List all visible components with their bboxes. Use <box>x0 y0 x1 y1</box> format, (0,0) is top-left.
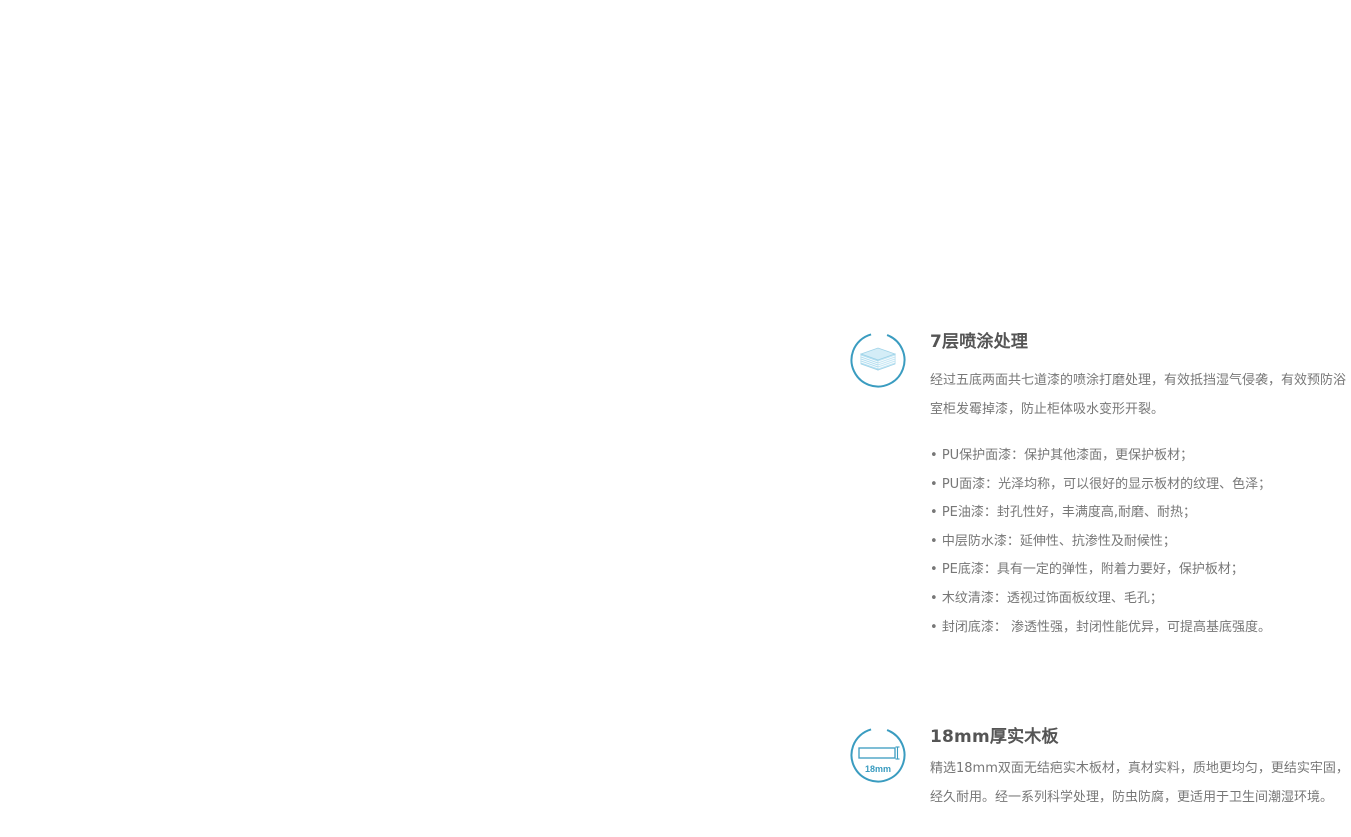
list-item: PE底漆：具有一定的弹性，附着力要好，保护板材； <box>930 556 1351 585</box>
list-item: 木纹清漆：透视过饰面板纹理、毛孔； <box>930 585 1351 614</box>
feature-spray-content: 7层喷涂处理 经过五底两面共七道漆的喷涂打磨处理，有效抵挡湿气侵袭，有效预防浴室… <box>930 331 1351 642</box>
feature-board-title: 18mm厚实木板 <box>930 727 1059 747</box>
list-item: PE油漆：封孔性好，丰满度高,耐磨、耐热； <box>930 499 1351 528</box>
feature-board-content: 18mm厚实木板 精选18mm双面无结疤实木板材，真材实料，质地更均匀，更结实牢… <box>930 726 1351 812</box>
list-item: PU面漆：光泽均称，可以很好的显示板材的纹理、色泽； <box>930 471 1351 500</box>
list-item: 封闭底漆： 渗透性强，封闭性能优异，可提高基底强度。 <box>930 614 1351 643</box>
feature-spray-title: 7层喷涂处理 <box>930 332 1029 352</box>
layer-list: PU保护面漆：保护其他漆面，更保护板材； PU面漆：光泽均称，可以很好的显示板材… <box>930 442 1351 642</box>
board-thickness-label: 18mm <box>865 764 891 774</box>
feature-board-description: 精选18mm双面无结疤实木板材，真材实料，质地更均匀，更结实牢固，经久耐用。经一… <box>930 761 1349 805</box>
layers-icon <box>850 332 906 388</box>
list-item: 中层防水漆：延伸性、抗渗性及耐候性； <box>930 528 1351 557</box>
list-item: PU保护面漆：保护其他漆面，更保护板材； <box>930 442 1351 471</box>
feature-spray-description: 经过五底两面共七道漆的喷涂打磨处理，有效抵挡湿气侵袭，有效预防浴室柜发霉掉漆，防… <box>930 373 1347 417</box>
board-thickness-icon: 18mm <box>850 727 906 783</box>
